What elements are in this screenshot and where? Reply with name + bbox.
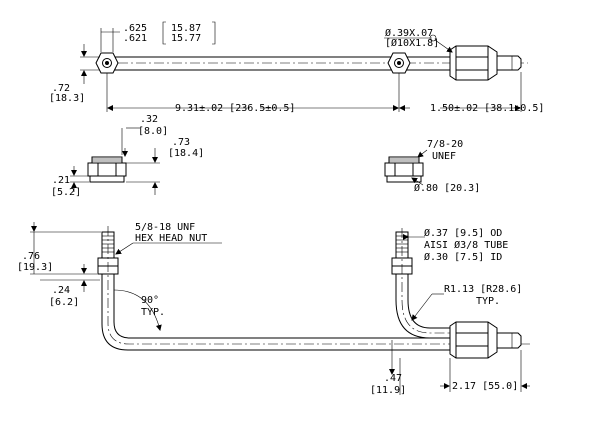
- thread-spec-line2: UNEF: [432, 151, 456, 162]
- nut-d2-in: .73: [172, 137, 190, 148]
- left-tube-inner: [113, 274, 450, 339]
- nut-d2-mm: [18.4]: [168, 148, 204, 159]
- bend-radius: R1.13 [R28.6]: [444, 284, 522, 295]
- hex-width-mm-min: 15.77: [171, 33, 201, 44]
- h2-mm: [6.2]: [49, 297, 79, 308]
- left-hex-nut: [95, 52, 119, 74]
- tube-id: Ø.30 [7.5] ID: [424, 251, 502, 263]
- left-tube-outer: [101, 274, 450, 351]
- top-compression-fitting: [449, 45, 522, 81]
- nut-detail-left: .32 [8.0] .73 [18.4] .21 [5.2]: [51, 114, 204, 198]
- nut-d1-in: .32: [140, 114, 158, 125]
- right-tube-inner: [407, 274, 450, 329]
- end-length: 2.17 [55.0]: [452, 381, 518, 392]
- fitting-dia-mm: [Ø10X1.8]: [385, 37, 439, 49]
- nut-diameter: Ø.80 [20.3]: [414, 182, 480, 194]
- nut-d1-mm: [8.0]: [138, 126, 168, 137]
- bottom-view: 5/8-18 UNF HEX HEAD NUT .76 [19.3] .24 […: [17, 222, 530, 396]
- top-view: .625 .621 15.87 15.77 Ø.39X.07 [Ø10X1.8]…: [49, 21, 544, 114]
- bend-note: TYP.: [141, 307, 165, 318]
- radius-note: TYP.: [476, 296, 500, 307]
- fitting-dia-in: Ø.39X.07: [385, 27, 433, 39]
- nut-label-line1: 5/8-18 UNF: [135, 222, 195, 233]
- left-tube-centerline: [107, 226, 530, 345]
- bend-angle: 90°: [141, 295, 159, 306]
- nut-d3-in: .21: [52, 175, 70, 186]
- tube-od: Ø.37 [9.5] OD: [424, 227, 502, 239]
- h2-in: .24: [52, 285, 70, 296]
- offset-in: .47: [384, 373, 402, 384]
- right-tube-centerline: [401, 228, 450, 334]
- nut-d3-mm: [5.2]: [51, 187, 81, 198]
- h1-mm: [19.3]: [17, 262, 53, 273]
- h1-in: .76: [22, 251, 40, 262]
- tube-spec: AISI Ø3/8 TUBE: [424, 239, 508, 251]
- nut-detail-right: 7/8-20 UNEF Ø.80 [20.3]: [384, 139, 480, 194]
- height-mm: [18.3]: [49, 93, 85, 104]
- offset-mm: [11.9]: [370, 385, 406, 396]
- right-tube-outer: [395, 274, 450, 339]
- nut-label-line2: HEX HEAD NUT: [135, 233, 207, 244]
- middle-hex-nut: [387, 52, 411, 74]
- length-main: 9.31±.02 [236.5±0.5]: [175, 103, 295, 114]
- thread-spec-line1: 7/8-20: [427, 139, 463, 150]
- hex-width-in-min: .621: [123, 33, 147, 44]
- hex-width-mm: 15.87: [171, 23, 201, 34]
- height-in: .72: [52, 83, 70, 94]
- bottom-compression-fitting: [449, 321, 522, 359]
- length-end: 1.50±.02 [38.1±0.5]: [430, 103, 544, 114]
- hex-width-in: .625: [123, 23, 147, 34]
